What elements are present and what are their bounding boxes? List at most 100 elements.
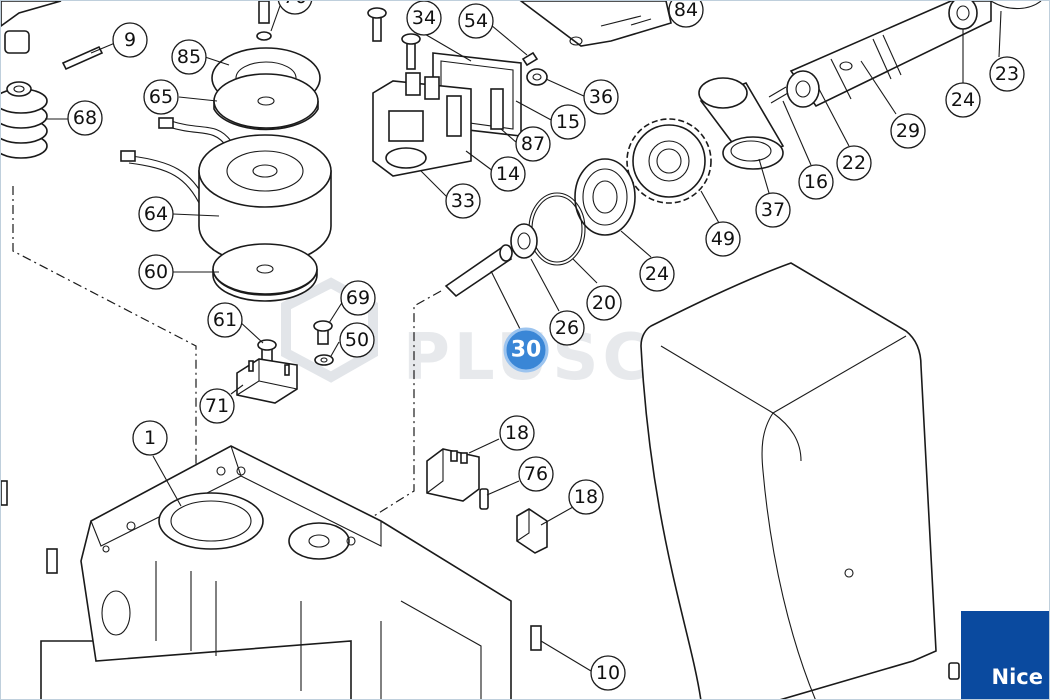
- callout-33: 33: [445, 183, 481, 219]
- svg-text:60: 60: [144, 261, 168, 283]
- callout-68: 68: [67, 100, 103, 136]
- part-circlip-20: [528, 192, 586, 266]
- part-bearing-24-mid: [574, 158, 636, 236]
- part-setscrew-10: [530, 625, 542, 651]
- svg-text:29: 29: [896, 120, 920, 142]
- part-coil-64: [120, 117, 332, 265]
- svg-text:16: 16: [804, 171, 828, 193]
- svg-text:30: 30: [511, 338, 542, 363]
- callout-1: 1: [132, 420, 168, 456]
- callout-49: 49: [705, 221, 741, 257]
- svg-text:85: 85: [177, 46, 201, 68]
- svg-text:34: 34: [412, 7, 436, 29]
- part-limit-switch-board: [372, 52, 522, 177]
- part-screw-top: [367, 7, 387, 42]
- callout-23: 23: [989, 56, 1025, 92]
- svg-text:65: 65: [149, 86, 173, 108]
- callout-36: 36: [583, 79, 619, 115]
- part-top-left-bracket: [1, 1, 62, 54]
- svg-text:37: 37: [761, 199, 785, 221]
- callout-87: 87: [515, 126, 551, 162]
- callout-9: 9: [112, 22, 148, 58]
- svg-text:49: 49: [711, 228, 735, 250]
- callout-85: 85: [171, 39, 207, 75]
- part-cover: [640, 262, 937, 699]
- svg-text:15: 15: [556, 111, 580, 133]
- part-disc-65: [213, 73, 319, 131]
- part-ring-37: [698, 77, 785, 170]
- part-pin-30: [444, 244, 513, 298]
- svg-text:9: 9: [124, 29, 136, 51]
- callout-24-mid: 24: [639, 256, 675, 292]
- brand-logo-text: Nice: [991, 665, 1043, 689]
- part-base-1: [40, 445, 512, 699]
- svg-text:18: 18: [574, 486, 598, 508]
- svg-text:71: 71: [205, 395, 229, 417]
- part-washer-26: [510, 223, 538, 259]
- callout-84: 84: [668, 1, 704, 28]
- svg-text:69: 69: [346, 287, 370, 309]
- svg-text:18: 18: [505, 422, 529, 444]
- brand-logo: Nice: [961, 611, 1049, 699]
- part-gear-49: [626, 118, 712, 204]
- callout-20: 20: [586, 285, 622, 321]
- svg-text:24: 24: [645, 263, 669, 285]
- part-ring-23: [990, 1, 1042, 10]
- callout-54: 54: [458, 3, 494, 39]
- svg-text:61: 61: [213, 309, 237, 331]
- part-bearing-24-top: [948, 1, 978, 30]
- callout-labels: 70 9 85 65 68 64 60 34 54 84 36 15 87 14…: [67, 1, 1025, 691]
- part-left-edge-tab: [1, 480, 8, 506]
- leader-lines: [45, 2, 1002, 672]
- callout-18-top: 18: [499, 415, 535, 451]
- callout-76: 76: [518, 456, 554, 492]
- svg-text:87: 87: [521, 133, 545, 155]
- callout-37: 37: [755, 192, 791, 228]
- part-plate-84: [519, 1, 672, 47]
- part-terminal-18-bottom: [516, 508, 548, 554]
- svg-text:24: 24: [951, 89, 975, 111]
- callout-69: 69: [340, 280, 376, 316]
- callout-26: 26: [549, 310, 585, 346]
- svg-text:26: 26: [555, 317, 579, 339]
- callout-60: 60: [138, 254, 174, 290]
- part-screw-54: [521, 51, 539, 67]
- callout-22: 22: [836, 145, 872, 181]
- part-terminal-18-top: [426, 448, 480, 502]
- part-screw-69: [313, 320, 333, 345]
- part-setscrew-left: [46, 548, 58, 574]
- part-washer-50: [314, 354, 334, 366]
- svg-text:64: 64: [144, 203, 168, 225]
- svg-text:36: 36: [589, 86, 613, 108]
- callout-64: 64: [138, 196, 174, 232]
- highlight-badge-30[interactable]: 30: [503, 327, 549, 373]
- part-worm-68: [1, 81, 48, 159]
- callout-61: 61: [207, 302, 243, 338]
- part-shaft-29: [768, 1, 992, 108]
- callout-14: 14: [490, 156, 526, 192]
- callout-29: 29: [890, 113, 926, 149]
- callout-50: 50: [339, 322, 375, 358]
- svg-text:76: 76: [524, 463, 548, 485]
- svg-text:33: 33: [451, 190, 475, 212]
- svg-text:70: 70: [283, 1, 307, 8]
- svg-text:68: 68: [73, 107, 97, 129]
- part-fuse-76: [479, 488, 489, 510]
- svg-text:50: 50: [345, 329, 369, 351]
- part-corner-screw: [948, 662, 960, 680]
- svg-text:14: 14: [496, 163, 520, 185]
- callout-71: 71: [199, 388, 235, 424]
- svg-text:20: 20: [592, 292, 616, 314]
- callout-18-bottom: 18: [568, 479, 604, 515]
- svg-text:84: 84: [674, 1, 698, 21]
- callout-16: 16: [798, 164, 834, 200]
- svg-text:10: 10: [596, 662, 620, 684]
- svg-text:23: 23: [995, 63, 1019, 85]
- callout-65: 65: [143, 79, 179, 115]
- svg-text:1: 1: [144, 427, 156, 449]
- callout-70: 70: [277, 1, 313, 15]
- svg-text:22: 22: [842, 152, 866, 174]
- callout-10: 10: [590, 655, 626, 691]
